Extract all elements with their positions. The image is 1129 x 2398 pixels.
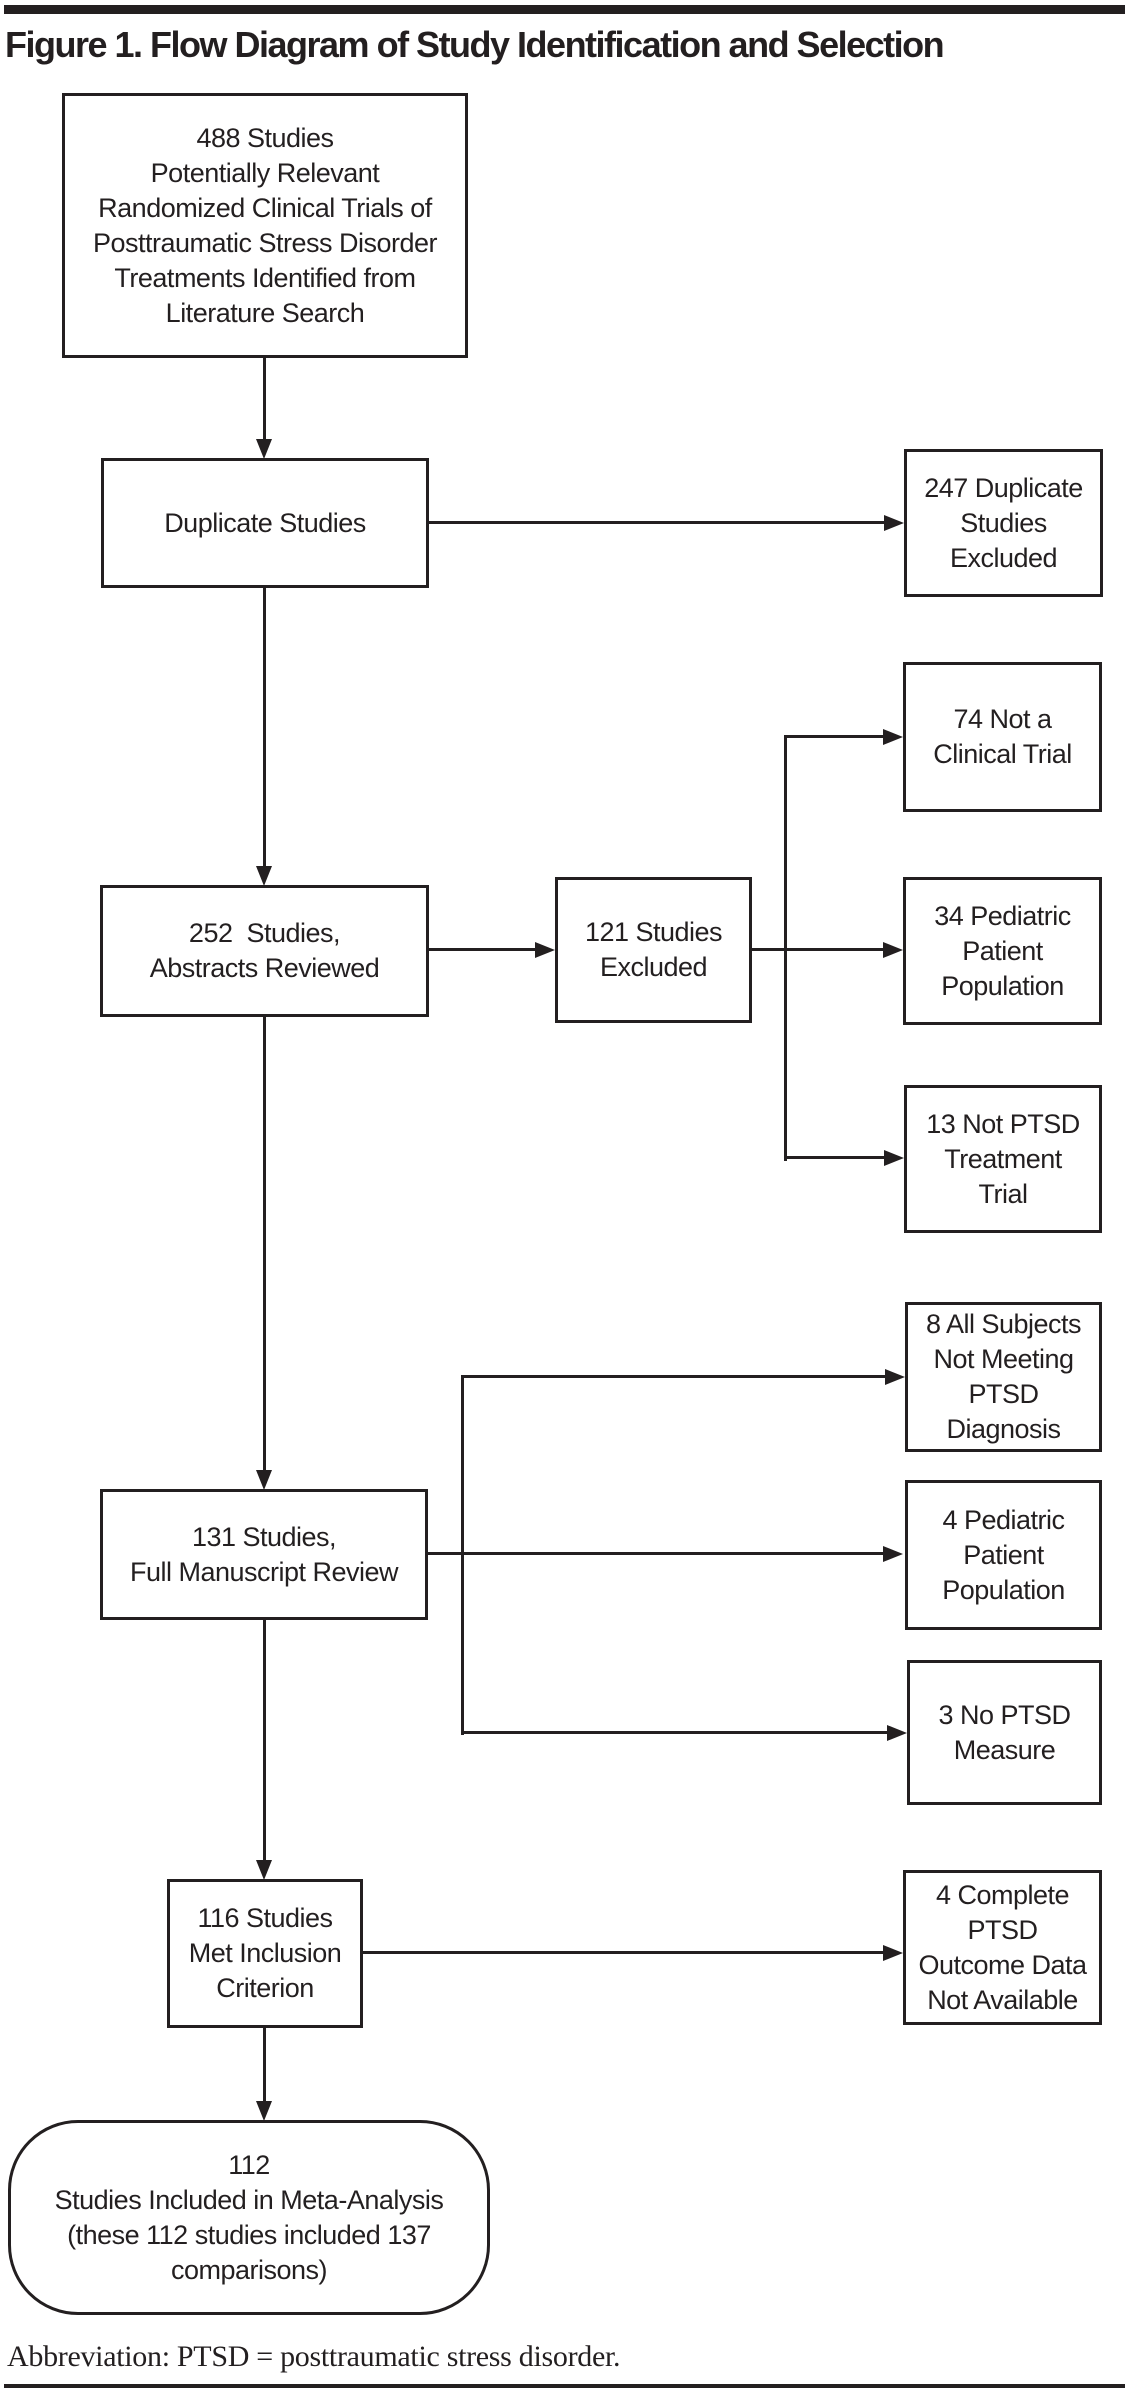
node-studies-excluded: 121 Studies Excluded — [555, 877, 752, 1023]
node-not-meeting-ptsd-diagnosis-label: 8 All Subjects Not Meeting PTSD Diagnosi… — [925, 1309, 1082, 1444]
node-outcome-data-not-available: 4 Complete PTSD Outcome Data Not Availab… — [903, 1870, 1102, 2025]
connector-duplicate-abstracts — [263, 588, 266, 866]
node-duplicates-excluded-label: 247 Duplicate Studies Excluded — [924, 472, 1083, 573]
figure-title: Figure 1. Flow Diagram of Study Identifi… — [5, 24, 945, 65]
connector-inclusion-included-arrowhead — [256, 2101, 272, 2121]
connector-excluded-pediatric — [752, 948, 884, 951]
connector-abstracts-fullreview — [263, 1017, 266, 1470]
connector-identified-duplicate-arrowhead — [256, 439, 272, 459]
node-pediatric-population-full-label: 4 Pediatric Patient Population — [942, 1504, 1065, 1605]
top-rule — [4, 5, 1125, 14]
connector-duplicate-excluded — [429, 521, 885, 524]
node-not-ptsd-treatment-trial-label: 13 Not PTSD Treatment Trial — [926, 1108, 1080, 1209]
node-duplicate-studies-label: Duplicate Studies — [164, 507, 366, 538]
node-duplicate-studies: Duplicate Studies — [101, 458, 429, 588]
connector-branch-no-ptsd-measure-arrowhead — [887, 1725, 907, 1741]
node-included-in-meta-analysis: 112 Studies Included in Meta-Analysis (t… — [8, 2120, 490, 2315]
node-included-in-meta-analysis-label: 112 Studies Included in Meta-Analysis (t… — [54, 2149, 444, 2285]
node-no-ptsd-measure-label: 3 No PTSD Measure — [938, 1699, 1071, 1765]
node-full-manuscript-review: 131 Studies, Full Manuscript Review — [100, 1489, 428, 1620]
connector-identified-duplicate — [263, 357, 266, 439]
node-studies-excluded-label: 121 Studies Excluded — [584, 917, 723, 982]
connector-duplicate-excluded-arrowhead — [884, 515, 904, 531]
connector-abstracts-fullreview-arrowhead — [256, 1470, 272, 1490]
connector-inclusion-included — [263, 2028, 266, 2101]
connector-branch-not-ptsd-trial-arrowhead — [884, 1150, 904, 1166]
connector-branch-all-subjects-arrowhead — [885, 1369, 905, 1385]
node-abstracts-reviewed: 252 Studies, Abstracts Reviewed — [100, 885, 429, 1017]
node-pediatric-population-abstract-label: 34 Pediatric Patient Population — [934, 900, 1071, 1001]
node-studies-identified: 488 Studies Potentially Relevant Randomi… — [62, 93, 468, 358]
node-pediatric-population-full: 4 Pediatric Patient Population — [905, 1480, 1102, 1630]
abbreviation-note: Abbreviation: PTSD = posttraumatic stres… — [7, 2340, 621, 2373]
connector-branch-not-ptsd-trial — [784, 1156, 884, 1159]
node-outcome-data-not-available-label: 4 Complete PTSD Outcome Data Not Availab… — [918, 1879, 1087, 2015]
connector-abstracts-excluded — [429, 948, 536, 951]
node-duplicates-excluded: 247 Duplicate Studies Excluded — [904, 449, 1103, 597]
node-studies-identified-label: 488 Studies Potentially Relevant Randomi… — [92, 122, 438, 328]
node-abstracts-reviewed-label: 252 Studies, Abstracts Reviewed — [149, 918, 380, 983]
connector-branch-all-subjects — [461, 1375, 885, 1378]
connector-branch-not-clinical-trial-arrowhead — [883, 729, 903, 745]
node-pediatric-population-abstract: 34 Pediatric Patient Population — [903, 877, 1102, 1025]
connector-fullreview-inclusion — [263, 1620, 266, 1860]
connector-excluded-pediatric-arrowhead — [883, 942, 903, 958]
connector-branch-no-ptsd-measure — [461, 1731, 888, 1734]
node-met-inclusion-criterion: 116 Studies Met Inclusion Criterion — [167, 1879, 363, 2028]
node-not-meeting-ptsd-diagnosis: 8 All Subjects Not Meeting PTSD Diagnosi… — [905, 1302, 1102, 1452]
node-not-clinical-trial-label: 74 Not a Clinical Trial — [933, 704, 1072, 769]
connector-fullreview-pediatric-arrowhead — [883, 1546, 903, 1562]
connector-inclusion-outcome-data-arrowhead — [883, 1945, 903, 1961]
node-full-manuscript-review-label: 131 Studies, Full Manuscript Review — [129, 1521, 399, 1587]
connector-fullreview-inclusion-arrowhead — [256, 1860, 272, 1880]
node-met-inclusion-criterion-label: 116 Studies Met Inclusion Criterion — [188, 1903, 342, 2003]
bottom-rule — [4, 2384, 1125, 2388]
connector-duplicate-abstracts-arrowhead — [256, 866, 272, 886]
node-not-clinical-trial: 74 Not a Clinical Trial — [903, 662, 1102, 812]
connector-abstracts-excluded-arrowhead — [535, 942, 555, 958]
connector-branch-not-clinical-trial — [784, 735, 884, 738]
branch-fullreview-vertical — [461, 1375, 464, 1735]
connector-inclusion-outcome-data — [363, 1951, 884, 1954]
node-not-ptsd-treatment-trial: 13 Not PTSD Treatment Trial — [904, 1085, 1102, 1233]
branch-excluded-vertical — [784, 735, 787, 1161]
node-no-ptsd-measure: 3 No PTSD Measure — [907, 1660, 1102, 1805]
connector-fullreview-pediatric — [428, 1552, 884, 1555]
